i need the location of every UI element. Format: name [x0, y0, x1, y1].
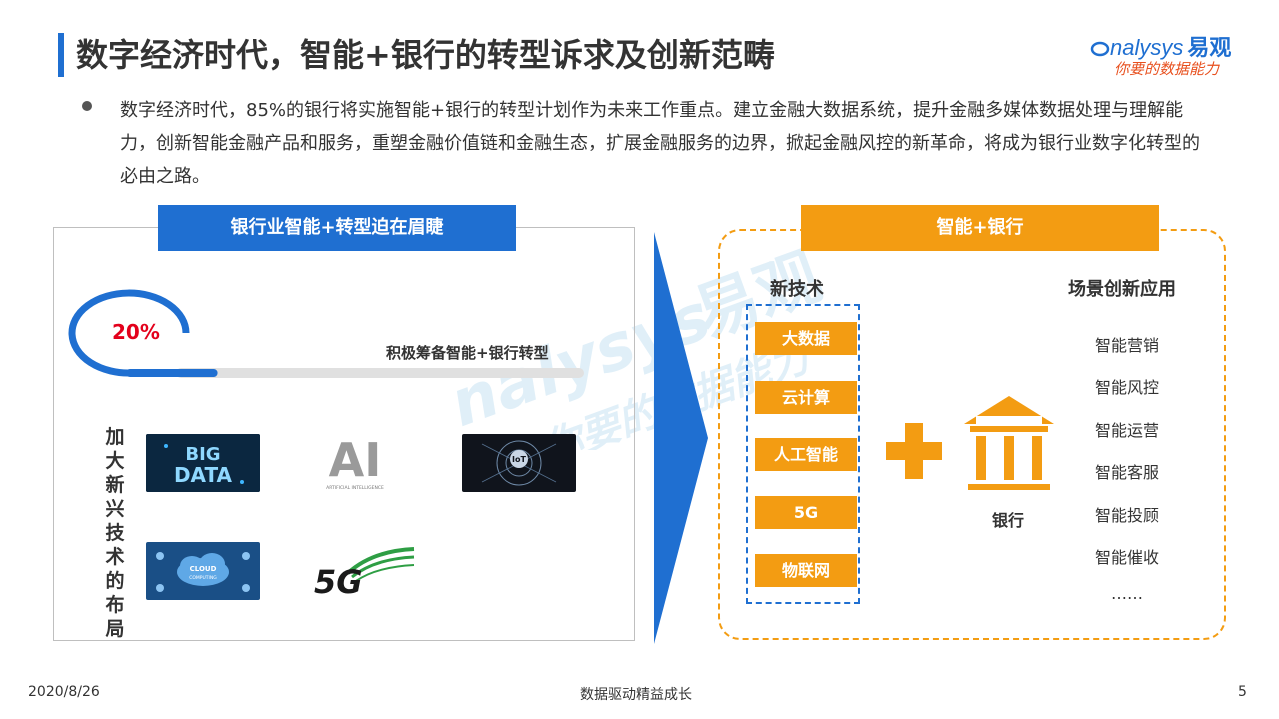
progress-percent: 20% [112, 320, 160, 344]
progress-indicator [68, 289, 584, 378]
scene-item: …… [1111, 584, 1143, 603]
scene-item: 智能运营 [1094, 421, 1159, 440]
progress-arc [68, 289, 190, 377]
scene-item: 智能风控 [1094, 378, 1159, 397]
scene-item: 智能投顾 [1094, 506, 1159, 525]
logo-a-icon [1090, 41, 1110, 57]
bank-label: 银行 [992, 511, 1025, 530]
cloud-text-2: COMPUTING [189, 575, 217, 581]
tech-item: 5G [755, 496, 857, 529]
left-panel-header: 银行业智能+转型迫在眉睫 [158, 205, 516, 251]
title-accent-bar [58, 33, 64, 77]
logo-brand: nalysys [1110, 35, 1184, 60]
scene-title: 场景创新应用 [1068, 279, 1176, 300]
tech-item: 人工智能 [755, 438, 857, 471]
right-panel-header: 智能+银行 [801, 205, 1159, 251]
big-data-image: BIG DATA [146, 434, 260, 492]
iot-image: IoT [462, 434, 576, 492]
bullet-paragraph: 数字经济时代，85%的银行将实施智能+银行的转型计划作为未来工作重点。建立金融大… [120, 100, 1200, 187]
progress-fill [126, 369, 218, 377]
big-data-text-1: BIG [185, 444, 220, 465]
progress-track [176, 368, 584, 378]
scene-item: 智能催收 [1094, 548, 1159, 567]
side-label: 加大新兴技术的布局 [105, 426, 125, 640]
5g-logo-image: 5G [310, 543, 420, 599]
bullet-dot [82, 101, 92, 111]
ai-text: AI [329, 433, 382, 487]
tech-item: 大数据 [755, 322, 857, 355]
bank-icon [964, 396, 1054, 490]
plus-icon [886, 423, 942, 479]
tech-list-frame [746, 304, 860, 604]
tech-item: 云计算 [755, 381, 857, 414]
logo-cn: 易观 [1187, 35, 1232, 60]
5g-text: 5G [314, 563, 363, 599]
tech-item: 物联网 [755, 554, 857, 587]
page-number: 5 [1238, 684, 1247, 700]
iot-text: IoT [512, 455, 526, 464]
scene-item: 智能营销 [1094, 336, 1159, 355]
footer-slogan: 数据驱动精益成长 [580, 687, 692, 703]
scene-item: 智能客服 [1094, 463, 1159, 482]
transition-arrow [654, 232, 708, 644]
ai-image: AI ARTIFICIAL INTELLIGENCE [305, 432, 405, 494]
footer-date: 2020/8/26 [28, 684, 100, 700]
tech-title: 新技术 [770, 279, 824, 300]
logo-slogan: 你要的数据能力 [1114, 60, 1220, 78]
big-data-text-2: DATA [174, 463, 233, 487]
cloud-computing-image: CLOUD COMPUTING [146, 542, 260, 600]
page-title: 数字经济时代，智能+银行的转型诉求及创新范畴 [76, 36, 775, 74]
progress-label: 积极筹备智能+银行转型 [386, 344, 549, 362]
ai-caption: ARTIFICIAL INTELLIGENCE [326, 485, 384, 491]
cloud-text-1: CLOUD [190, 565, 217, 573]
